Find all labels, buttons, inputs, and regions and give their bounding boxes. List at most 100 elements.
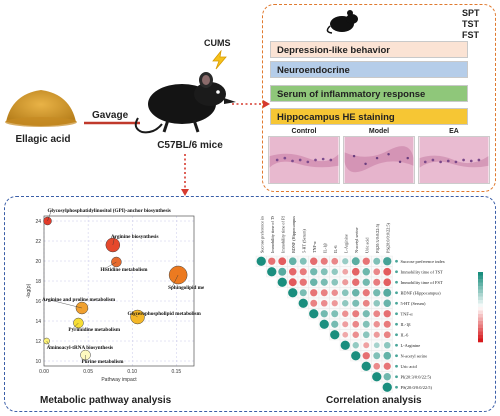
- corr-circle: [330, 330, 340, 340]
- corr-circle: [351, 267, 360, 276]
- he-label-control: Control: [291, 128, 317, 135]
- corr-column-label: Sucrose preference index: [259, 216, 264, 253]
- corr-circle: [320, 310, 328, 318]
- outcome-inflammatory-response: Serum of inflammatory response: [270, 85, 468, 102]
- y-tick-label: 24: [35, 219, 41, 225]
- legend-swatch: [478, 317, 483, 322]
- corr-circle: [320, 257, 328, 265]
- corr-circle: [351, 351, 361, 361]
- pathway-label: Aminoacyl-tRNA biosynthesis: [47, 345, 113, 351]
- corr-column-label: Uric acid: [364, 237, 369, 253]
- corr-circle: [331, 300, 338, 307]
- correlation-analysis-title: Correlation analysis: [326, 395, 422, 406]
- corr-circle: [382, 382, 392, 392]
- pathway-label: Glycerophospholipid metabolism: [128, 311, 202, 317]
- corr-circle: [288, 278, 297, 287]
- pathway-label: Glycosylphosphatidylinositol (GPI)-ancho…: [48, 207, 171, 214]
- corr-circle: [310, 257, 318, 265]
- legend-swatch: [478, 335, 483, 339]
- corr-row-marker: [395, 375, 398, 379]
- corr-circle: [352, 320, 360, 328]
- corr-circle: [383, 310, 391, 318]
- corr-circle: [373, 278, 381, 286]
- corr-circle: [362, 310, 370, 318]
- x-axis-label: Pathway impact: [101, 377, 137, 383]
- corr-circle: [351, 257, 360, 266]
- corr-row-label: 5-HT (Serum): [401, 301, 426, 306]
- y-tick-label: 14: [35, 319, 41, 325]
- corr-circle: [352, 310, 360, 318]
- pathway-leader: [171, 274, 179, 288]
- legend-swatch: [478, 324, 483, 329]
- pathway-label: Arginine and proline metabolism: [42, 297, 116, 303]
- test-label-tst: TST: [462, 19, 479, 29]
- rat-icon: [326, 10, 358, 34]
- legend-swatch: [478, 275, 483, 280]
- corr-circle: [373, 289, 381, 297]
- metabolic-pathway-title: Metabolic pathway analysis: [40, 395, 172, 406]
- he-label-ea: EA: [449, 128, 459, 135]
- corr-circle: [361, 361, 371, 371]
- x-tick-label: 0.10: [127, 369, 137, 375]
- corr-circle: [331, 278, 339, 286]
- corr-circle: [372, 372, 382, 382]
- corr-circle: [362, 331, 370, 339]
- analysis-panel: [4, 196, 496, 412]
- corr-column-label: L-Arginine: [343, 234, 348, 253]
- legend-swatch: [478, 286, 483, 290]
- corr-circle: [363, 342, 370, 349]
- corr-circle: [352, 342, 359, 349]
- corr-circle: [383, 257, 392, 266]
- test-label-spt: SPT: [462, 8, 480, 18]
- corr-circle: [288, 267, 297, 276]
- corr-circle: [319, 319, 329, 329]
- corr-circle: [288, 257, 297, 266]
- corr-circle: [277, 277, 287, 287]
- corr-circle: [341, 299, 349, 307]
- dotted-arrow-down: [181, 154, 189, 196]
- he-stain-control-image: [268, 136, 340, 184]
- corr-row-label: Sucrose preference index: [401, 259, 446, 264]
- corr-circle: [362, 268, 370, 276]
- corr-circle: [310, 268, 318, 276]
- gavage-arrow: [84, 121, 140, 125]
- corr-row-marker: [395, 301, 398, 305]
- corr-circle: [310, 289, 318, 297]
- legend-swatch: [478, 321, 483, 325]
- corr-circle: [268, 257, 276, 265]
- corr-circle: [352, 331, 360, 339]
- pathway-label: Purine metabolism: [81, 359, 124, 365]
- corr-row-label: PS(20:0/0:0/22:5): [401, 385, 433, 390]
- corr-circle: [351, 288, 360, 297]
- legend-swatch: [478, 300, 483, 304]
- corr-circle: [373, 362, 381, 370]
- pathway-point: [43, 337, 50, 345]
- corr-circle: [362, 257, 370, 265]
- lightning-bolt-icon: [212, 50, 227, 70]
- corr-circle: [383, 288, 392, 297]
- corr-column-label: PS(20:0/0:0/22:5): [385, 222, 390, 253]
- corr-circle: [383, 320, 391, 328]
- legend-swatch: [478, 310, 483, 315]
- mouse-strain-label: C57BL/6 mice: [157, 140, 223, 151]
- corr-row-marker: [395, 312, 398, 316]
- corr-column-label: TNF-α: [312, 241, 317, 253]
- corr-circle: [373, 257, 381, 265]
- pathway-label: Sphingolipid metabolism: [168, 285, 204, 291]
- test-label-fst: FST: [462, 30, 479, 40]
- corr-column-label: 5-HT (Serum): [301, 229, 306, 253]
- y-tick-label: 20: [35, 259, 41, 265]
- corr-circle: [352, 299, 360, 307]
- corr-circle: [373, 299, 381, 307]
- legend-swatch: [478, 331, 483, 336]
- cums-label: CUMS: [204, 38, 231, 48]
- corr-column-label: BDNF (Hippocampus): [291, 216, 296, 253]
- corr-circle: [383, 267, 392, 276]
- corr-row-marker: [395, 385, 398, 389]
- corr-column-label: PI(20:3/0:0/22:5): [375, 223, 380, 253]
- corr-circle: [299, 289, 307, 297]
- outcome-he-staining: Hippocampus HE staining: [270, 108, 468, 125]
- corr-circle: [362, 289, 370, 297]
- corr-row-label: PI(20:3/0:0/22:5): [401, 374, 432, 379]
